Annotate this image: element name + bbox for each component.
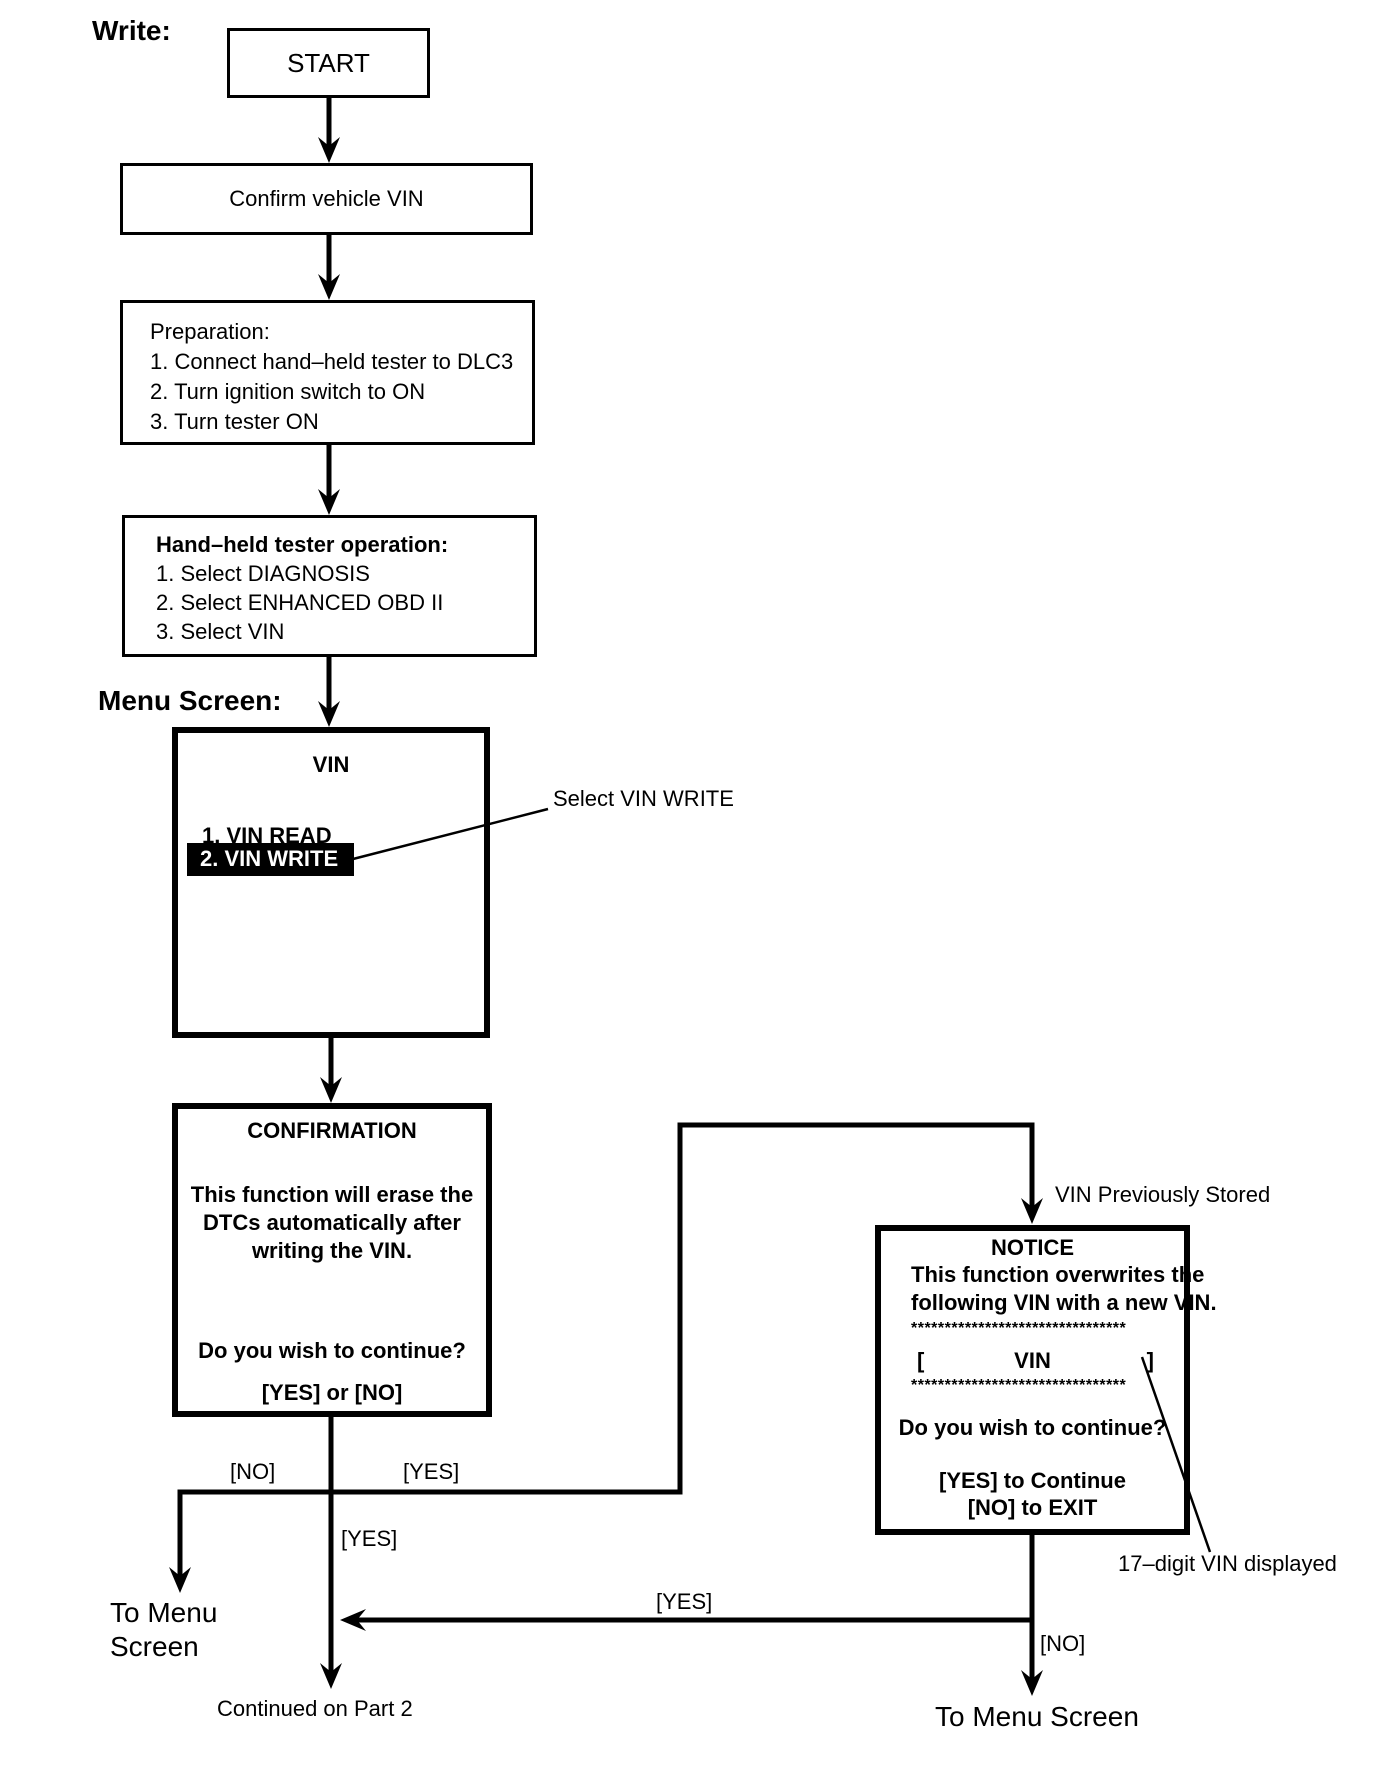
edge-label-yes: [YES] [403, 1459, 460, 1484]
confirm-vin-label: Confirm vehicle VIN [229, 186, 424, 211]
confirmation-question: Do you wish to continue? [198, 1338, 466, 1363]
vin-menu-node: VIN 1. VIN READ 2. VIN WRITE [172, 727, 490, 1038]
arrowhead [340, 1609, 366, 1631]
notice-no-line: [NO] to EXIT [967, 1495, 1098, 1520]
preparation-step: 2. Turn ignition switch to ON [150, 379, 426, 404]
notice-node: NOTICE This function overwrites the foll… [875, 1225, 1217, 1535]
notice-body-line: This function overwrites the [911, 1262, 1205, 1287]
edge-label-no: [NO] [230, 1459, 276, 1484]
preparation-title: Preparation: [150, 319, 270, 344]
notice-stars-row: ******************************** [911, 1320, 1127, 1337]
vin-digits-note: 17–digit VIN displayed [1118, 1551, 1337, 1576]
edge-label-no: [NO] [1040, 1631, 1086, 1656]
confirmation-node: CONFIRMATION This function will erase th… [172, 1103, 492, 1417]
confirmation-options: [YES] or [NO] [261, 1380, 403, 1405]
notice-title: NOTICE [990, 1235, 1075, 1260]
edge-label-yes: [YES] [656, 1589, 713, 1614]
notice-vin-close-bracket: ] [1146, 1348, 1154, 1373]
confirmation-body-line: writing the VIN. [251, 1238, 413, 1263]
notice-stars-row: ******************************** [911, 1377, 1127, 1394]
tester-operation-node: Hand–held tester operation: 1. Select DI… [122, 515, 537, 657]
arrowhead [318, 274, 340, 300]
to-menu-screen-left: To Menu Screen [110, 1596, 217, 1664]
select-vin-write-note: Select VIN WRITE [553, 786, 734, 811]
arrowhead [318, 137, 340, 163]
start-node: START [227, 28, 430, 98]
preparation-step: 3. Turn tester ON [150, 409, 319, 434]
arrowhead [169, 1567, 191, 1593]
menu-screen-label: Menu Screen: [98, 685, 282, 716]
tester-operation-step: 2. Select ENHANCED OBD II [156, 590, 444, 615]
notice-yes-line: [YES] to Continue [939, 1468, 1126, 1493]
write-label: Write: [92, 15, 171, 46]
confirmation-body-line: DTCs automatically after [203, 1210, 461, 1235]
vin-menu-title: VIN [312, 752, 350, 777]
confirmation-title: CONFIRMATION [247, 1118, 417, 1143]
to-menu-screen-left-line: To Menu [110, 1597, 218, 1628]
preparation-step: 1. Connect hand–held tester to DLC3 [150, 349, 514, 374]
arrowhead [1021, 1198, 1043, 1224]
continued-on-part2-note: Continued on Part 2 [217, 1696, 413, 1721]
arrowhead [1021, 1670, 1043, 1696]
tester-operation-title: Hand–held tester operation: [156, 532, 449, 557]
start-label: START [287, 47, 370, 78]
arrowhead [320, 1077, 342, 1103]
edge-label-yes: [YES] [341, 1526, 398, 1551]
arrowhead [318, 701, 340, 727]
confirmation-body-line: This function will erase the [190, 1182, 474, 1207]
vin-previously-stored-note: VIN Previously Stored [1055, 1182, 1271, 1207]
preparation-node: Preparation: 1. Connect hand–held tester… [120, 300, 535, 445]
notice-vin-open-bracket: [ [917, 1348, 925, 1373]
vin-menu-item-write: 2. VIN WRITE [200, 846, 339, 871]
to-menu-screen-left-line: Screen [110, 1631, 199, 1662]
tester-operation-step: 1. Select DIAGNOSIS [156, 561, 370, 586]
notice-vin-label: VIN [1014, 1348, 1051, 1373]
arrowhead [318, 489, 340, 515]
to-menu-screen-right: To Menu Screen [935, 1701, 1139, 1732]
confirm-vin-node: Confirm vehicle VIN [120, 163, 533, 235]
tester-operation-step: 3. Select VIN [156, 619, 285, 644]
notice-body-line: following VIN with a new VIN. [911, 1290, 1217, 1315]
arrowhead [320, 1663, 342, 1689]
notice-question: Do you wish to continue? [898, 1415, 1167, 1440]
vin-menu-item-write-highlight: 2. VIN WRITE [187, 843, 354, 876]
